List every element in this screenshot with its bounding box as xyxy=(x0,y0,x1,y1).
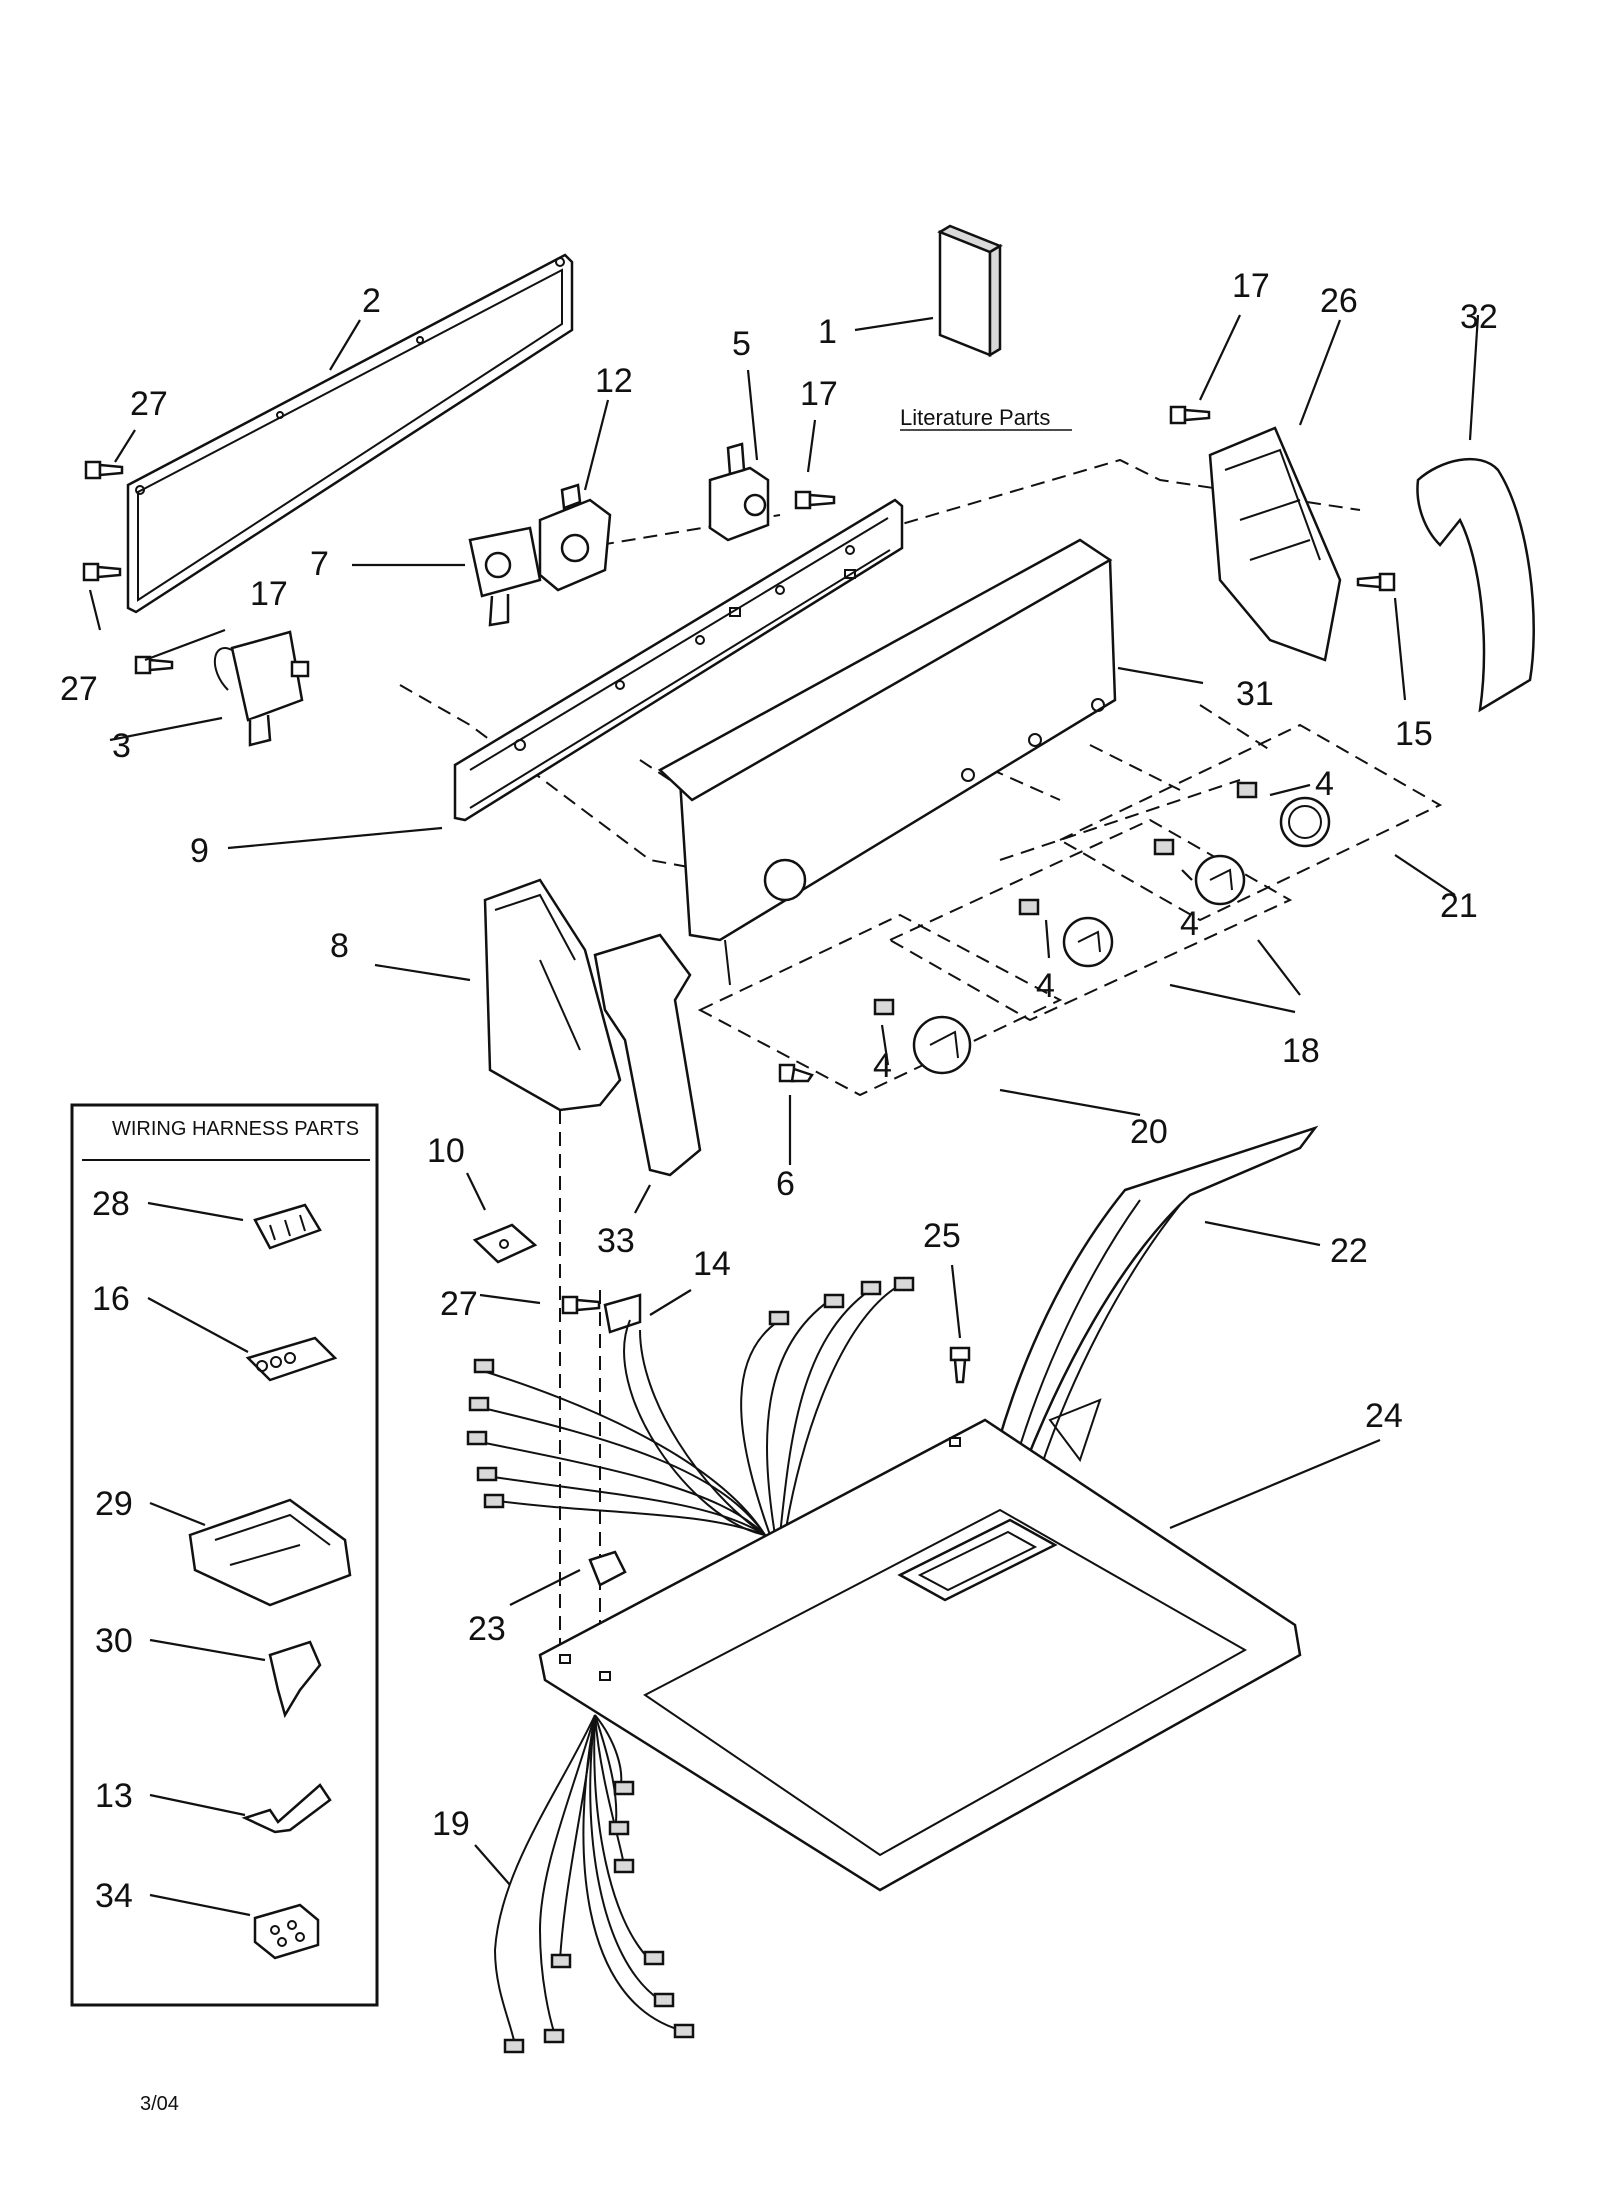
callout-6: 6 xyxy=(776,1165,795,1203)
switch-7 xyxy=(468,526,542,627)
callout-31: 31 xyxy=(1236,675,1274,713)
callout-19: 19 xyxy=(432,1805,470,1843)
screw-17-left-icon xyxy=(134,655,174,675)
back-panel xyxy=(126,253,574,614)
callout-27-c: 27 xyxy=(440,1285,478,1323)
leader-lines xyxy=(88,314,1480,1886)
end-cap-8 xyxy=(483,878,622,1112)
knob-20-icon xyxy=(873,998,972,1075)
screw-27-mid-icon xyxy=(82,562,122,582)
callout-24: 24 xyxy=(1365,1397,1403,1435)
end-cap-26 xyxy=(1208,426,1342,662)
knob-21-icon xyxy=(1236,781,1331,848)
callout-1: 1 xyxy=(818,313,837,351)
part-13-icon xyxy=(241,1783,332,1834)
literature-label: Literature Parts xyxy=(900,405,1050,430)
callout-8: 8 xyxy=(330,927,349,965)
lint-screen-22 xyxy=(983,1125,1319,1497)
callout-17-c: 17 xyxy=(1232,267,1270,305)
callout-26: 26 xyxy=(1320,282,1358,320)
callout-18: 18 xyxy=(1282,1032,1320,1070)
part-34-icon xyxy=(253,1903,320,1960)
callout-3: 3 xyxy=(112,727,131,765)
part-28-icon xyxy=(253,1203,322,1250)
callout-32: 32 xyxy=(1460,298,1498,336)
knob-18-left-icon xyxy=(1018,898,1114,968)
callout-22: 22 xyxy=(1330,1232,1368,1270)
callout-25: 25 xyxy=(923,1217,961,1255)
callout-2: 2 xyxy=(362,282,381,320)
wiring-box-title: WIRING HARNESS PARTS xyxy=(112,1118,359,1140)
callout-numbers: 1 2 3 4 4 4 4 5 6 7 8 9 10 12 14 15 17 1… xyxy=(60,267,1498,1843)
trim-32 xyxy=(1416,457,1535,713)
callout-15: 15 xyxy=(1395,715,1433,753)
knob-18-right-icon xyxy=(1153,838,1246,906)
callout-28: 28 xyxy=(92,1185,130,1223)
callout-4-d: 4 xyxy=(873,1047,892,1085)
screw-icons xyxy=(82,405,1396,1384)
callout-17-a: 17 xyxy=(250,575,288,613)
callout-12: 12 xyxy=(595,362,633,400)
callout-20: 20 xyxy=(1130,1113,1168,1151)
callout-4-c: 4 xyxy=(1036,967,1055,1005)
screw-17-right-icon xyxy=(1169,405,1211,425)
callout-34: 34 xyxy=(95,1877,133,1915)
switch-3 xyxy=(213,630,310,747)
callout-14: 14 xyxy=(693,1245,731,1283)
footer-date: 3/04 xyxy=(140,2093,179,2115)
callout-23: 23 xyxy=(468,1610,506,1648)
callout-30: 30 xyxy=(95,1622,133,1660)
literature-label-group: Literature Parts xyxy=(900,405,1072,431)
part-30-icon xyxy=(268,1640,322,1719)
callout-27-a: 27 xyxy=(130,385,168,423)
top-panel-24 xyxy=(538,1418,1302,1892)
callout-21: 21 xyxy=(1440,887,1478,925)
callout-5: 5 xyxy=(732,325,751,363)
connector-14 xyxy=(603,1293,642,1334)
callout-16: 16 xyxy=(92,1280,130,1318)
screw-17-mid-icon xyxy=(794,490,836,510)
trim-33 xyxy=(593,933,702,1177)
callout-13: 13 xyxy=(95,1777,133,1815)
callout-10: 10 xyxy=(427,1132,465,1170)
wire-harness-19 xyxy=(493,1714,695,2054)
screw-25-icon xyxy=(949,1346,971,1384)
callout-7: 7 xyxy=(310,545,329,583)
timer-12 xyxy=(538,483,612,592)
screw-6-icon xyxy=(778,1063,814,1083)
screw-15-icon xyxy=(1356,572,1396,592)
plug-23 xyxy=(588,1550,627,1587)
wire-harness-upper xyxy=(466,1276,915,1536)
callout-17-b: 17 xyxy=(800,375,838,413)
callout-33: 33 xyxy=(597,1222,635,1260)
callout-27-b: 27 xyxy=(60,670,98,708)
literature-parts xyxy=(937,224,1003,358)
screw-27-lower-icon xyxy=(561,1295,601,1315)
callout-4-a: 4 xyxy=(1315,765,1334,803)
clip-10 xyxy=(472,1223,538,1264)
switch-5 xyxy=(708,442,770,542)
wiring-harness-box: WIRING HARNESS PARTS xyxy=(70,1103,379,2007)
callout-9: 9 xyxy=(190,832,209,870)
callout-4-b: 4 xyxy=(1180,905,1199,943)
part-16-icon xyxy=(245,1336,338,1382)
console-31 xyxy=(657,538,1117,986)
screw-27-top-icon xyxy=(84,460,124,480)
part-29-icon xyxy=(188,1498,352,1607)
callout-29: 29 xyxy=(95,1485,133,1523)
console-bracket-9 xyxy=(453,498,904,822)
